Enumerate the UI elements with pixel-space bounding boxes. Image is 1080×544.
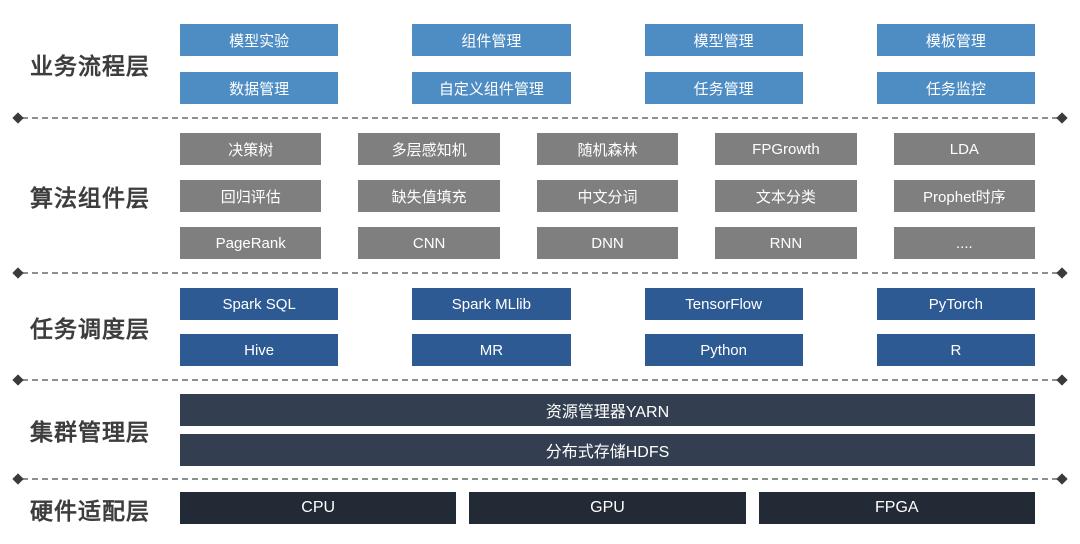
layer-box: 数据管理 xyxy=(180,72,339,104)
layer-label: 算法组件层 xyxy=(30,185,150,211)
layer-box: R xyxy=(876,334,1035,366)
layer-box: 分布式存储HDFS xyxy=(180,434,1035,466)
dashed-line xyxy=(22,378,1058,381)
layer-box: 中文分词 xyxy=(536,180,679,212)
box-row: CPU GPU FPGA xyxy=(180,492,1035,524)
layer-content: 资源管理器YARN 分布式存储HDFS xyxy=(180,394,1080,466)
layer-box: 资源管理器YARN xyxy=(180,394,1035,426)
layer-0: 业务流程层 模型实验 组件管理 模型管理 模板管理数据管理 自定义组件管理 任务管理 任务监控 xyxy=(0,0,1080,113)
layer-content: 模型实验 组件管理 模型管理 模板管理数据管理 自定义组件管理 任务管理 任务监控 xyxy=(180,24,1080,104)
box-row: PageRank CNN DNN RNN.... xyxy=(180,227,1036,259)
layer-box: LDA xyxy=(893,133,1036,165)
layer-label: 任务调度层 xyxy=(30,316,150,342)
layer-box: 模板管理 xyxy=(876,24,1035,56)
layer-3: 集群管理层 资源管理器YARN 分布式存储HDFS xyxy=(0,384,1080,474)
box-row: 数据管理 自定义组件管理 任务管理 任务监控 xyxy=(180,72,1035,104)
layer-box: 模型实验 xyxy=(180,24,339,56)
layer-box: TensorFlow xyxy=(644,288,803,320)
layer-content: 决策树 多层感知机 随机森林 FPGrowth LDA 回归评估 缺失值填充 中文分词 文本分类… xyxy=(180,133,1080,259)
layer-box: FPGA xyxy=(758,492,1035,524)
layer-label: 硬件适配层 xyxy=(30,498,150,524)
layer-box: 随机森林 xyxy=(536,133,679,165)
box-row: 模型实验 组件管理 模型管理 模板管理 xyxy=(180,24,1035,56)
layer-box: Spark SQL xyxy=(180,288,339,320)
layer-box: FPGrowth xyxy=(715,133,857,165)
layer-box: CNN xyxy=(358,227,500,259)
layer-separator xyxy=(12,472,1068,485)
layer-box: Python xyxy=(644,334,803,366)
layer-box: CPU xyxy=(180,492,457,524)
layer-separator xyxy=(12,373,1068,386)
dashed-line xyxy=(22,116,1058,119)
box-row: 资源管理器YARN xyxy=(180,394,1035,426)
box-row: Spark SQL Spark MLlib TensorFlow PyTorch xyxy=(180,288,1035,320)
layer-box: 组件管理 xyxy=(412,24,571,56)
layer-content: CPU GPU FPGA xyxy=(180,492,1080,526)
layer-box: MR xyxy=(412,334,571,366)
layer-label: 业务流程层 xyxy=(30,53,150,79)
layer-separator xyxy=(12,266,1068,279)
layer-2: 任务调度层 Spark SQL Spark MLlib TensorFlow PyTor… xyxy=(0,277,1080,375)
layer-box: 任务管理 xyxy=(644,72,803,104)
layer-box: 自定义组件管理 xyxy=(412,72,571,104)
box-row: Hive MR Python R xyxy=(180,334,1035,366)
layer-box: Hive xyxy=(180,334,339,366)
layer-box: 文本分类 xyxy=(715,180,857,212)
layer-box: 缺失值填充 xyxy=(358,180,500,212)
layer-box: PageRank xyxy=(180,227,322,259)
layer-box: .... xyxy=(893,227,1036,259)
layer-box: GPU xyxy=(469,492,746,524)
layer-1: 算法组件层 决策树 多层感知机 随机森林 FPGrowth LDA 回归评估 缺失值填充 中文分… xyxy=(0,122,1080,268)
layer-box: Prophet时序 xyxy=(893,180,1036,212)
box-row: 决策树 多层感知机 随机森林 FPGrowth LDA xyxy=(180,133,1036,165)
layer-box: 多层感知机 xyxy=(358,133,500,165)
layer-box: 任务监控 xyxy=(876,72,1035,104)
dashed-line xyxy=(22,477,1058,480)
layer-box: Spark MLlib xyxy=(412,288,571,320)
layer-box: RNN xyxy=(715,227,857,259)
layer-box: 决策树 xyxy=(180,133,322,165)
box-row: 回归评估 缺失值填充 中文分词 文本分类 Prophet时序 xyxy=(180,180,1036,212)
layer-box: 模型管理 xyxy=(644,24,803,56)
layer-box: PyTorch xyxy=(876,288,1035,320)
dashed-line xyxy=(22,271,1058,274)
layer-label: 集群管理层 xyxy=(30,419,150,445)
layer-4: 硬件适配层 CPU GPU FPGA xyxy=(0,483,1080,538)
layer-box: 回归评估 xyxy=(180,180,322,212)
layer-box: DNN xyxy=(536,227,679,259)
box-row: 分布式存储HDFS xyxy=(180,434,1035,466)
layer-separator xyxy=(12,111,1068,124)
